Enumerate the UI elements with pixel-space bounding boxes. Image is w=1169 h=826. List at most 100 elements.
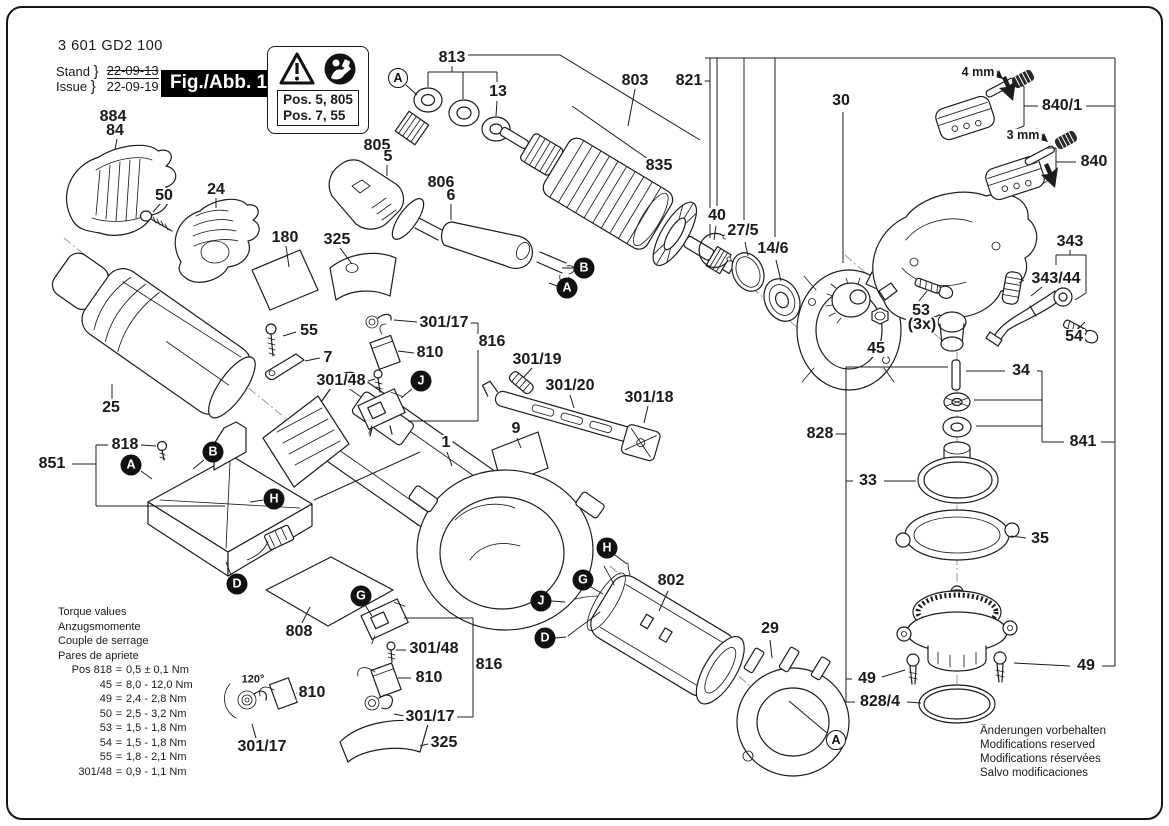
brace-glyph: } [93, 62, 99, 80]
gear-45 [825, 277, 898, 325]
screw-49-right [993, 651, 1007, 683]
torque-pos: 53 [99, 722, 112, 734]
handle-cover-84 [65, 144, 177, 236]
revision-line: Modifications reserved [980, 739, 1096, 751]
torque-value: 2,4 - 2,8 Nm [126, 693, 187, 705]
gear-housing [872, 191, 1038, 352]
spring-343-44 [1001, 271, 1023, 305]
torque-pos: 55 [99, 751, 112, 763]
screw-49-left [906, 653, 920, 685]
torque-title-line: Anzugsmomente [58, 620, 141, 633]
o-ring-828-4 [918, 684, 996, 724]
assembly-arrow-icon [999, 76, 1016, 101]
torque-row: 49=2,4 - 2,8 Nm [58, 692, 193, 707]
issue-label: Issue [56, 78, 88, 94]
issue-date: 22-09-19 [106, 79, 159, 94]
armature-803 [499, 126, 736, 275]
screw-55 [265, 323, 277, 357]
revision-line: Salvo modificaciones [980, 767, 1089, 779]
torque-pos: 54 [99, 736, 112, 749]
torque-pos: 49 [99, 693, 112, 705]
torque-value: 1,5 - 1,8 Nm [126, 722, 187, 734]
brace-glyph: } [90, 77, 96, 95]
ring-27-5 [731, 252, 765, 292]
torque-value: 1,5 - 1,8 Nm [126, 736, 187, 749]
crown-gear-assembly [896, 585, 1018, 672]
pos-line-2: Pos. 7, 55 [283, 108, 346, 123]
torque-pos: Pos 818 [71, 664, 112, 676]
label-180 [251, 249, 319, 311]
revision-line: Modifications réservées [980, 753, 1101, 765]
equals-sign: = [115, 736, 123, 749]
torque-row: 54=1,5 - 1,8 Nm [58, 736, 193, 751]
brush-set-left [224, 677, 298, 719]
grommet-806 [441, 221, 575, 283]
equals-sign: = [115, 664, 123, 676]
equals-sign: = [115, 678, 123, 691]
type-number: 3 601 GD2 100 [58, 38, 163, 54]
clip-7 [265, 353, 305, 381]
brush-set-top [357, 313, 406, 437]
equals-sign: = [115, 751, 123, 763]
label-325-top [329, 252, 397, 301]
torque-pos: 45 [99, 678, 112, 691]
label-808 [265, 556, 394, 627]
torque-pos: 50 [99, 707, 112, 720]
revision-block: Stand } Issue } 22-09-13 22-09-19 [56, 63, 159, 94]
power-cord-805 [328, 159, 443, 241]
spindle-column [895, 359, 1020, 561]
safety-notice-box: Pos. 5, 805 Pos. 7, 55 [267, 46, 369, 134]
equals-sign: = [115, 765, 123, 778]
torque-row: 50=2,5 - 3,2 Nm [58, 707, 193, 722]
stand-label: Stand [56, 63, 90, 79]
pos-line-1: Pos. 5, 805 [283, 92, 353, 107]
bearing-flange-29 [736, 646, 850, 777]
torque-title-line: Torque values [58, 606, 127, 618]
screw-50 [139, 210, 173, 232]
read-manual-icon [324, 53, 356, 85]
spring-301-19 [508, 371, 534, 395]
slider-840 [985, 128, 1078, 201]
torque-pos: 301/48 [78, 765, 112, 778]
main-housing-1 [300, 371, 605, 631]
figure-label: Fig./Abb. 1 [161, 70, 277, 97]
bearing-14-6 [763, 278, 801, 322]
assembly-arrow-icon [1041, 163, 1058, 188]
stand-date: 22-09-13 [106, 63, 159, 79]
torque-row: Pos 818=0,5 ± 0,1 Nm [58, 663, 193, 678]
warning-triangle-icon [279, 52, 315, 85]
pos-reference-box: Pos. 5, 805 Pos. 7, 55 [277, 90, 359, 126]
brush-set-bottom [357, 598, 409, 711]
label-325-bottom [339, 719, 429, 763]
torque-value: 2,5 - 3,2 Nm [126, 707, 187, 720]
torque-title-line: Couple de serrage [58, 635, 149, 647]
lock-lever-343 [985, 287, 1073, 347]
switch-rod-301-20 [481, 380, 642, 445]
torque-row: 55=1,8 - 2,1 Nm [58, 750, 193, 765]
equals-sign: = [115, 722, 123, 734]
motor-housing-25 [51, 252, 256, 419]
equals-sign: = [115, 707, 123, 720]
cover-24 [174, 198, 260, 283]
torque-value: 0,9 - 1,1 Nm [126, 765, 187, 778]
torque-title-line: Pares de apriete [58, 649, 139, 662]
screw-818 [156, 440, 168, 461]
field-coil-802 [567, 562, 745, 705]
slider-840-1 [935, 65, 1035, 141]
screw-54 [1062, 319, 1099, 344]
bearing-813-group [394, 87, 511, 146]
torque-row: 53=1,5 - 1,8 Nm [58, 721, 193, 736]
torque-value: 8,0 - 12,0 Nm [126, 678, 193, 691]
torque-row: 45=8,0 - 12,0 Nm [58, 678, 193, 693]
revision-line: Änderungen vorbehalten [980, 725, 1106, 737]
part-301-18 [620, 424, 661, 462]
torque-value: 1,8 - 2,1 Nm [126, 751, 187, 763]
equals-sign: = [115, 693, 123, 705]
torque-row: 301/48=0,9 - 1,1 Nm [58, 765, 193, 780]
